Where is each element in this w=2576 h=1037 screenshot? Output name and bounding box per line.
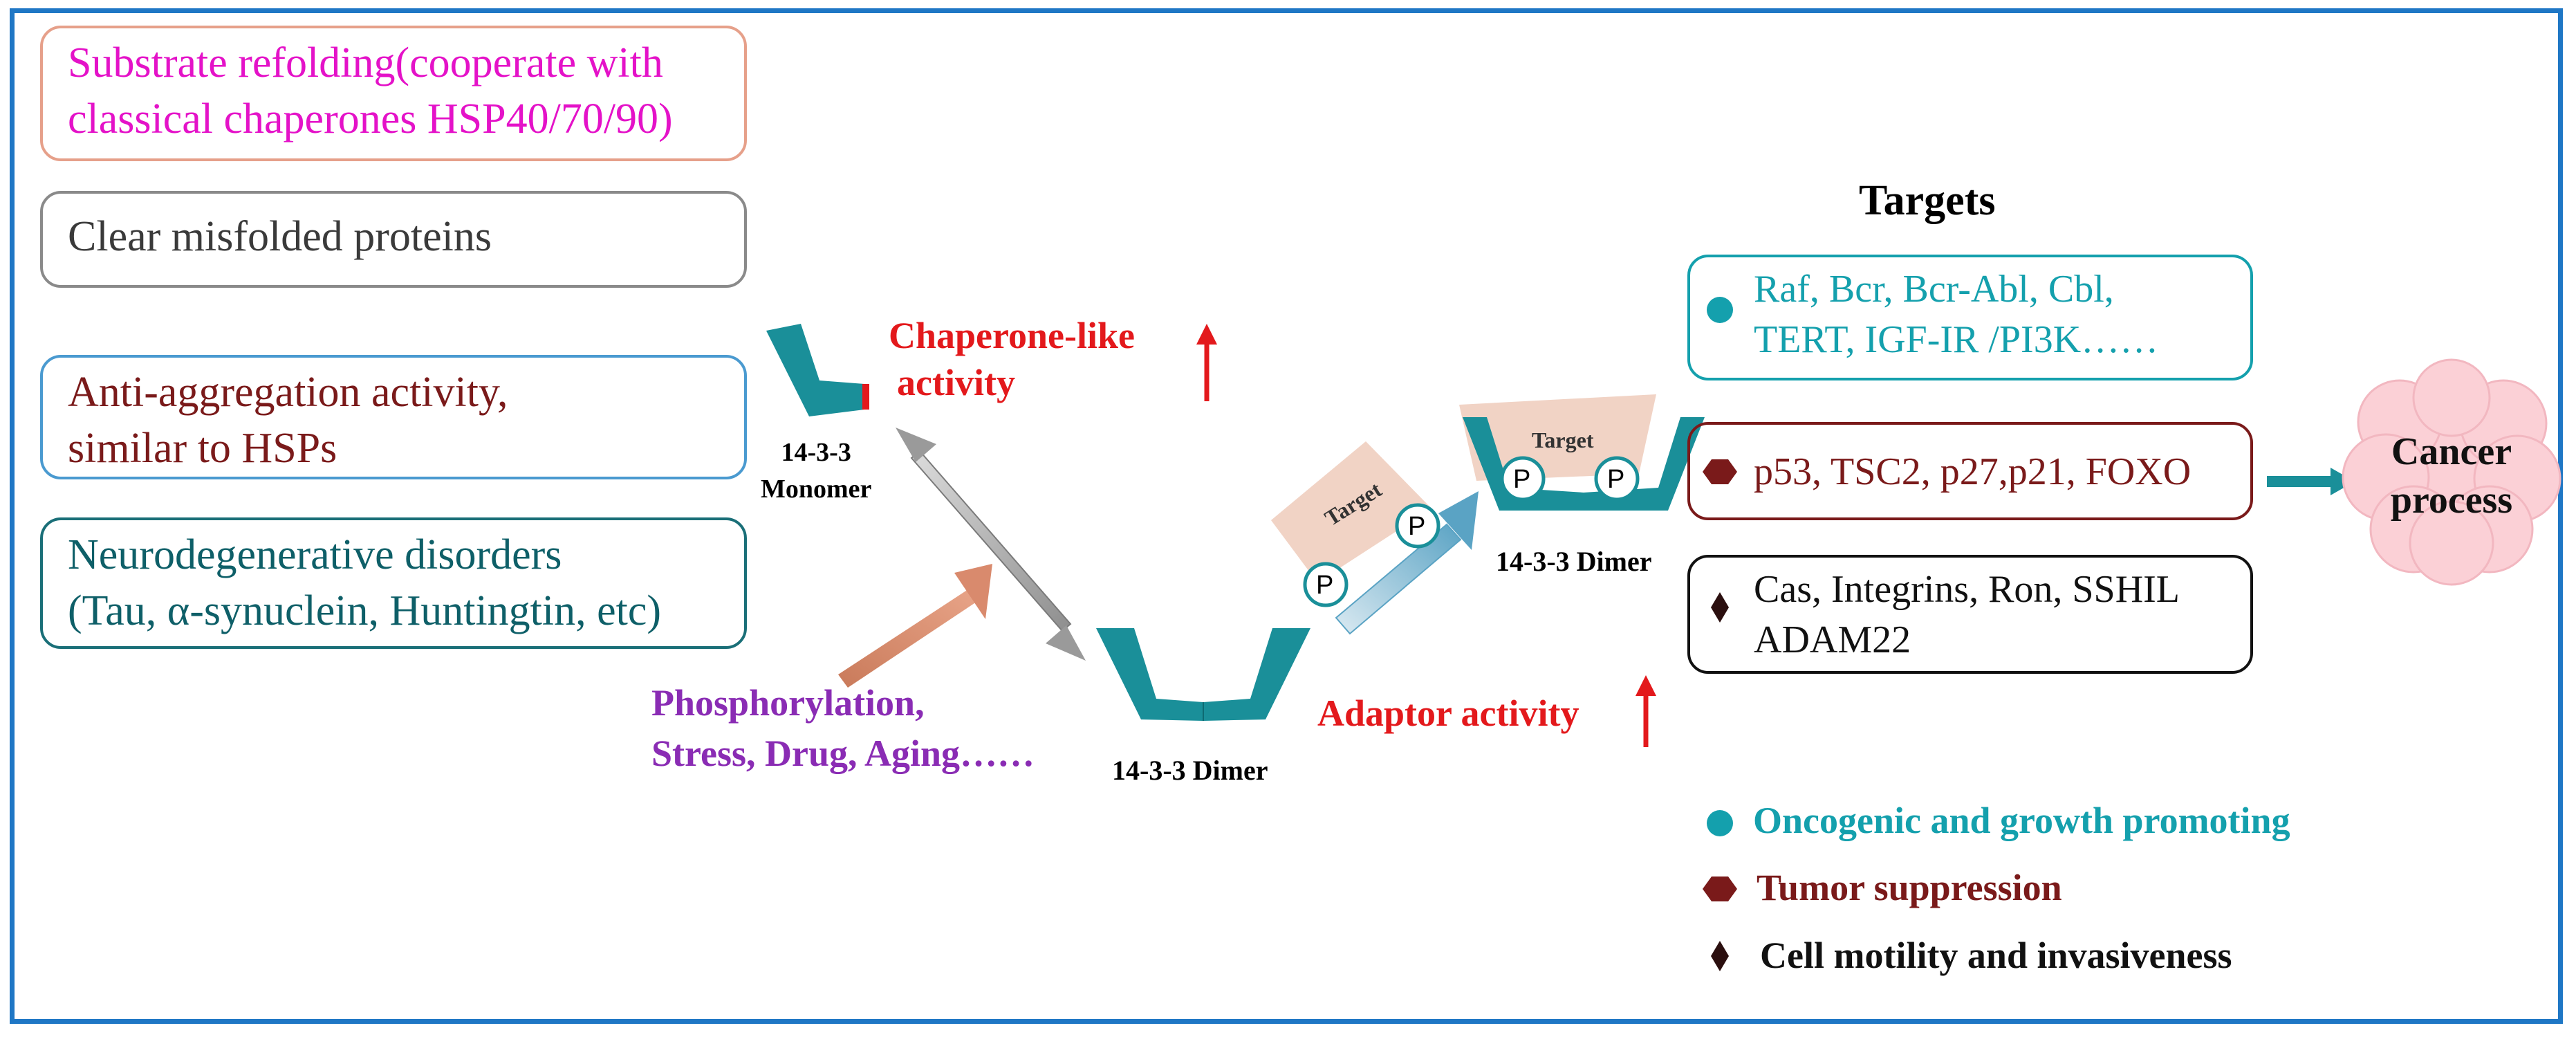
- legend-diamond-icon: [1711, 941, 1729, 971]
- target-box-oncogenic: Raf, Bcr, Bcr-Abl, Cbl, TERT, IGF-IR /PI…: [1687, 255, 2253, 380]
- box-line: TERT, IGF-IR /PI3K……: [1754, 318, 2159, 361]
- box-line: Clear misfolded proteins: [68, 213, 492, 260]
- label-line: Cancer: [2391, 430, 2512, 473]
- adaptor-label: Adaptor activity: [1317, 692, 1579, 734]
- center-dimer-label: 14-3-3 Dimer: [1112, 755, 1268, 786]
- stimuli-arrow: [838, 564, 992, 688]
- label-line: Stress, Drug, Aging……: [651, 732, 1035, 774]
- phospho-label-2: P: [1408, 512, 1426, 541]
- box-line: p53, TSC2, p27,p21, FOXO: [1754, 450, 2192, 493]
- chaperone-label: Chaperone-like activity: [889, 313, 1135, 406]
- box-line: similar to HSPs: [68, 424, 337, 472]
- box-line: (Tau, α-synuclein, Huntingtin, etc): [68, 587, 662, 634]
- adaptor-arrow: [1335, 491, 1479, 635]
- center-dimer-shape: [1096, 628, 1310, 721]
- cancer-arrow: [2267, 468, 2355, 495]
- label-line: Chaperone-like: [889, 315, 1136, 356]
- stimuli-label: Phosphorylation, Stress, Drug, Aging……: [651, 678, 1035, 779]
- phospho-label-1: P: [1316, 571, 1334, 600]
- up-arrow-chaperone: [1196, 324, 1217, 401]
- right-target-label: Target: [1532, 428, 1594, 452]
- box-line: Anti-aggregation activity,: [68, 369, 508, 416]
- legend-hexagon-icon: [1703, 877, 1737, 901]
- legend-tumor-suppression: Tumor suppression: [1757, 867, 2062, 908]
- cancer-cloud: [2342, 358, 2561, 586]
- label-line: process: [2390, 479, 2513, 522]
- box-line: ADAM22: [1754, 618, 1911, 661]
- circle-icon: [1707, 297, 1733, 323]
- diagram-frame: [10, 8, 2563, 1024]
- label-line: 14-3-3: [781, 438, 851, 467]
- right-dimer-shape: [1459, 394, 1705, 511]
- target-box-motility: Cas, Integrins, Ron, SSHIL ADAM22: [1687, 555, 2253, 674]
- double-arrow: [896, 428, 1086, 661]
- up-arrow-adaptor: [1636, 675, 1656, 747]
- label-line: Phosphorylation,: [651, 682, 925, 724]
- phospho-label-4: P: [1607, 465, 1625, 494]
- box-anti-aggregation: Anti-aggregation activity, similar to HS…: [40, 355, 747, 479]
- box-line: Neurodegenerative disorders: [68, 531, 562, 578]
- box-neurodegenerative: Neurodegenerative disorders (Tau, α-synu…: [40, 517, 747, 649]
- phospho-label-3: P: [1513, 465, 1531, 494]
- right-dimer-label: 14-3-3 Dimer: [1496, 546, 1652, 577]
- label-line: Monomer: [761, 475, 872, 504]
- legend-oncogenic: Oncogenic and growth promoting: [1753, 800, 2290, 841]
- label-line: activity: [897, 361, 1015, 403]
- targets-title: Targets: [1859, 177, 1996, 224]
- box-line: Cas, Integrins, Ron, SSHIL: [1754, 568, 2180, 611]
- legend-circle-icon: [1707, 810, 1733, 836]
- target-complex: [1271, 441, 1440, 607]
- diamond-icon: [1711, 592, 1729, 623]
- box-substrate-refolding: Substrate refolding(cooperate with class…: [40, 26, 747, 161]
- box-line: Raf, Bcr, Bcr-Abl, Cbl,: [1754, 268, 2114, 311]
- cancer-label: Cancer process: [2365, 428, 2538, 524]
- hexagon-icon: [1703, 459, 1737, 484]
- box-clear-misfolded: Clear misfolded proteins: [40, 191, 747, 288]
- legend-cell-motility: Cell motility and invasiveness: [1760, 935, 2232, 976]
- monomer-shape: [766, 324, 869, 416]
- box-line: Substrate refolding(cooperate with: [68, 39, 663, 86]
- box-line: classical chaperones HSP40/70/90): [68, 95, 673, 143]
- monomer-label: 14-3-3 Monomer: [761, 434, 871, 508]
- target-box-suppressors: p53, TSC2, p27,p21, FOXO: [1687, 422, 2253, 520]
